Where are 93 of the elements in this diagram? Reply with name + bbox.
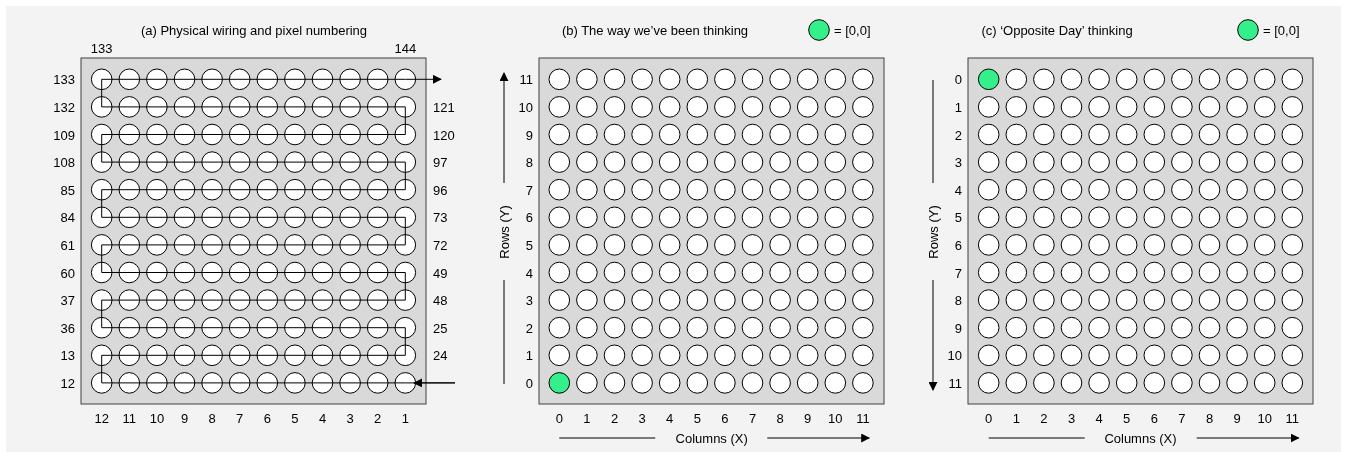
column-number: 8 <box>1205 411 1214 425</box>
column-number: 1 <box>583 411 591 425</box>
legend-text: = [0,0] <box>1263 23 1300 37</box>
row-number: 1 <box>954 100 962 114</box>
row-number: 2 <box>954 128 962 141</box>
pixel-number: 8 <box>208 411 216 425</box>
row-number: 6 <box>525 210 533 224</box>
axis-title: Rows (Y) <box>926 205 940 259</box>
pixel-number: 133 <box>90 41 113 55</box>
panel-title: (a) Physical wiring and pixel numbering <box>140 23 368 37</box>
column-number: 0 <box>555 411 563 425</box>
pixel-number: 13 <box>60 348 75 362</box>
row-number: 7 <box>525 183 533 197</box>
pixel-number: 49 <box>433 266 448 279</box>
column-number: 9 <box>1233 411 1241 425</box>
pixel-number: 11 <box>122 411 137 425</box>
pixel-number: 61 <box>60 238 75 252</box>
pixel-number: 72 <box>433 238 448 252</box>
row-number: 10 <box>947 348 962 362</box>
pixel-number: 133 <box>53 72 75 86</box>
column-number: 10 <box>828 411 843 425</box>
pixel-number: 9 <box>180 411 189 425</box>
axis-title: Rows (Y) <box>497 205 511 259</box>
column-number: 1 <box>1012 411 1020 425</box>
pixel-number: 36 <box>60 321 75 335</box>
column-number: 0 <box>985 411 993 425</box>
pixel-number: 24 <box>433 348 448 362</box>
row-number: 9 <box>525 128 533 141</box>
pixel-number: 85 <box>60 183 75 197</box>
pixel-number: 4 <box>318 411 327 425</box>
row-number: 4 <box>954 183 962 197</box>
column-number: 5 <box>693 411 701 425</box>
axis-title: Columns (X) <box>675 431 748 445</box>
column-number: 3 <box>638 411 646 425</box>
pixel-number: 10 <box>149 411 165 425</box>
pixel-number: 96 <box>433 183 448 197</box>
column-number: 11 <box>1285 411 1300 425</box>
row-number: 10 <box>518 100 533 114</box>
row-number: 7 <box>954 266 962 279</box>
pixel-number: 6 <box>263 411 271 425</box>
row-number: 8 <box>525 155 533 169</box>
row-number: 9 <box>954 321 962 335</box>
row-number: 5 <box>954 210 962 224</box>
row-number: 0 <box>525 376 533 390</box>
pixel-number: 48 <box>433 293 448 307</box>
pixel-number: 3 <box>346 411 354 425</box>
row-number: 8 <box>954 293 962 307</box>
pixel-number: 120 <box>433 128 455 141</box>
row-number: 5 <box>525 238 533 252</box>
row-number: 11 <box>948 376 962 390</box>
pixel-number: 12 <box>94 411 109 425</box>
column-number: 6 <box>1150 411 1158 425</box>
column-number: 10 <box>1257 411 1272 425</box>
pixel-number: 132 <box>53 100 75 114</box>
column-number: 4 <box>666 411 674 425</box>
column-number: 9 <box>804 411 812 425</box>
column-number: 11 <box>856 411 870 425</box>
column-number: 7 <box>1178 411 1186 425</box>
pixel-number: 108 <box>53 155 75 169</box>
pixel-number: 12 <box>60 376 75 390</box>
column-number: 2 <box>1040 411 1048 425</box>
legend-text: = [0,0] <box>834 23 871 37</box>
pixel-number: 5 <box>291 411 299 425</box>
column-number: 6 <box>721 411 729 425</box>
pixel-number: 121 <box>433 100 455 114</box>
row-number: 3 <box>954 155 962 169</box>
row-number: 3 <box>525 293 533 307</box>
column-number: 2 <box>610 411 619 425</box>
row-number: 2 <box>525 321 533 335</box>
pixel-number: 25 <box>433 321 448 335</box>
pixel-number: 73 <box>433 210 448 224</box>
row-number: 4 <box>525 266 533 279</box>
pixel-number: 60 <box>60 266 75 279</box>
panel-title: (c) ‘Opposite Day’ thinking <box>981 23 1133 37</box>
pixel-number: 1 <box>401 411 409 425</box>
pixel-number: 2 <box>374 411 382 425</box>
axis-title: Columns (X) <box>1104 431 1177 445</box>
panel-title: (b) The way we’ve been thinking <box>561 23 749 37</box>
pixel-number: 109 <box>53 128 75 141</box>
column-number: 4 <box>1095 411 1103 425</box>
row-number: 6 <box>954 238 962 252</box>
column-number: 7 <box>748 411 757 425</box>
row-number: 11 <box>519 72 533 86</box>
column-number: 5 <box>1123 411 1131 425</box>
row-number: 1 <box>525 348 533 362</box>
pixel-number: 144 <box>394 41 417 55</box>
column-number: 3 <box>1067 411 1076 425</box>
row-number: 0 <box>954 72 962 86</box>
pixel-number: 7 <box>236 411 244 425</box>
pixel-number: 37 <box>60 293 75 307</box>
pixel-number: 84 <box>60 210 75 224</box>
column-number: 8 <box>776 411 784 425</box>
pixel-number: 97 <box>433 155 448 169</box>
